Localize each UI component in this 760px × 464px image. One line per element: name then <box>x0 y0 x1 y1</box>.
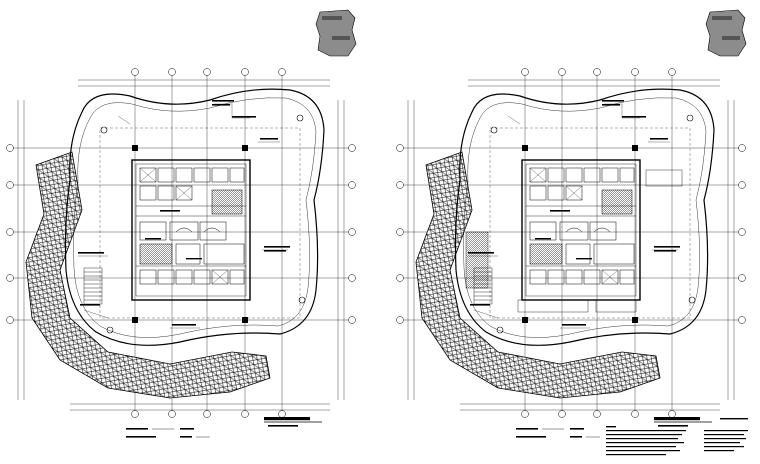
right-plan-extras <box>465 169 683 313</box>
floor-plan-left <box>5 9 357 439</box>
floor-plan-right <box>395 9 748 456</box>
general-notes <box>606 418 748 456</box>
